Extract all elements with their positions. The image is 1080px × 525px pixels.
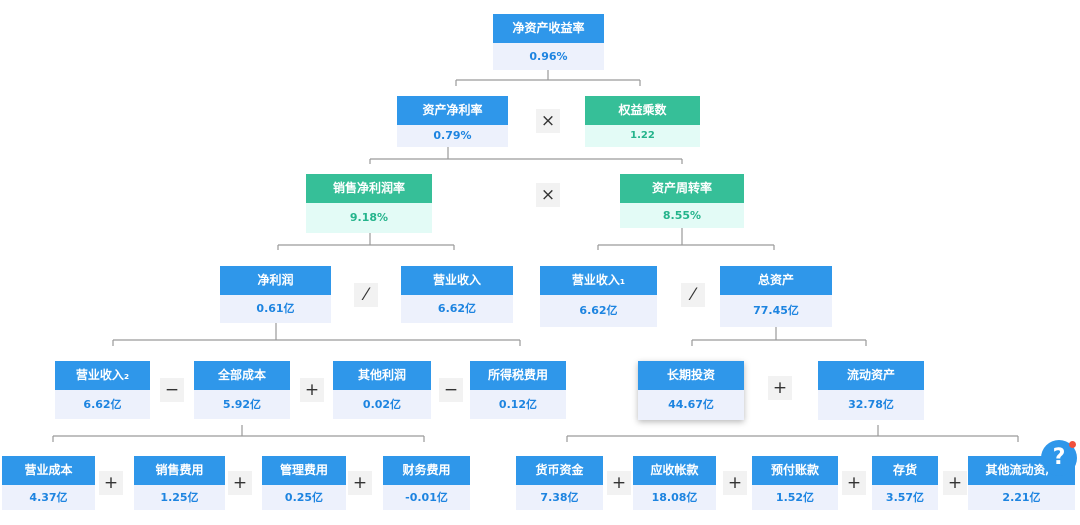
node-value: 9.18% <box>306 203 432 233</box>
minus-operator: − <box>439 378 463 402</box>
divide-operator: ⁄ <box>354 283 378 307</box>
node-label: 销售费用 <box>134 456 225 485</box>
node-value: 6.62亿 <box>401 295 513 323</box>
node-label: 财务费用 <box>383 456 470 485</box>
node-value: 0.79% <box>397 125 508 147</box>
question-mark-icon[interactable]: ? <box>1041 440 1077 476</box>
node-value: 1.52亿 <box>752 485 838 510</box>
plus-operator: + <box>348 471 372 495</box>
node-label: 总资产 <box>720 266 832 295</box>
node-label: 净资产收益率 <box>493 14 604 43</box>
node-admin-expense[interactable]: 管理费用 0.25亿 <box>262 456 346 510</box>
node-other-profit[interactable]: 其他利润 0.02亿 <box>333 361 431 419</box>
divide-operator: ⁄ <box>681 283 705 307</box>
node-equity-multiplier[interactable]: 权益乘数 1.22 <box>585 96 700 147</box>
node-monetary-funds[interactable]: 货币资金 7.38亿 <box>516 456 603 510</box>
node-value: 8.55% <box>620 203 744 228</box>
node-value: 0.25亿 <box>262 485 346 510</box>
node-value: 0.61亿 <box>220 295 331 323</box>
node-revenue[interactable]: 营业收入 6.62亿 <box>401 266 513 323</box>
plus-operator: + <box>99 471 123 495</box>
node-label: 管理费用 <box>262 456 346 485</box>
node-label: 权益乘数 <box>585 96 700 125</box>
node-value: 44.67亿 <box>638 390 744 420</box>
node-accounts-receivable[interactable]: 应收帐款 18.08亿 <box>633 456 716 510</box>
minus-operator: − <box>160 378 184 402</box>
node-label: 长期投资 <box>638 361 744 390</box>
node-label: 全部成本 <box>194 361 290 390</box>
node-value: -0.01亿 <box>383 485 470 510</box>
node-net-profit-margin[interactable]: 销售净利润率 9.18% <box>306 174 432 233</box>
node-label: 营业收入₂ <box>55 361 150 390</box>
node-revenue-2[interactable]: 营业收入₂ 6.62亿 <box>55 361 150 419</box>
plus-operator: + <box>300 378 324 402</box>
node-label: 应收帐款 <box>633 456 716 485</box>
node-label: 销售净利润率 <box>306 174 432 203</box>
plus-operator: + <box>228 471 252 495</box>
node-value: 77.45亿 <box>720 295 832 327</box>
plus-operator: + <box>842 471 866 495</box>
node-roe[interactable]: 净资产收益率 0.96% <box>493 14 604 70</box>
node-roa[interactable]: 资产净利率 0.79% <box>397 96 508 147</box>
node-selling-expense[interactable]: 销售费用 1.25亿 <box>134 456 225 510</box>
node-total-cost[interactable]: 全部成本 5.92亿 <box>194 361 290 419</box>
notification-dot <box>1069 441 1076 448</box>
node-value: 0.02亿 <box>333 390 431 419</box>
node-label: 资产周转率 <box>620 174 744 203</box>
node-label: 营业成本 <box>2 456 95 485</box>
node-label: 存货 <box>872 456 938 485</box>
node-financial-expense[interactable]: 财务费用 -0.01亿 <box>383 456 470 510</box>
node-inventory[interactable]: 存货 3.57亿 <box>872 456 938 510</box>
plus-operator: + <box>943 471 967 495</box>
node-value: 1.25亿 <box>134 485 225 510</box>
node-value: 6.62亿 <box>540 295 657 327</box>
node-value: 32.78亿 <box>818 390 924 420</box>
node-value: 3.57亿 <box>872 485 938 510</box>
plus-operator: + <box>768 376 792 400</box>
node-prepayments[interactable]: 预付账款 1.52亿 <box>752 456 838 510</box>
node-label: 营业收入₁ <box>540 266 657 295</box>
node-operating-cost[interactable]: 营业成本 4.37亿 <box>2 456 95 510</box>
node-long-term-investment[interactable]: 长期投资 44.67亿 <box>638 361 744 420</box>
node-label: 资产净利率 <box>397 96 508 125</box>
node-revenue-1[interactable]: 营业收入₁ 6.62亿 <box>540 266 657 327</box>
node-label: 货币资金 <box>516 456 603 485</box>
node-net-profit[interactable]: 净利润 0.61亿 <box>220 266 331 323</box>
node-value: 4.37亿 <box>2 485 95 510</box>
node-value: 2.21亿 <box>968 485 1075 510</box>
node-label: 所得税费用 <box>470 361 566 390</box>
node-value: 6.62亿 <box>55 390 150 419</box>
node-total-assets[interactable]: 总资产 77.45亿 <box>720 266 832 327</box>
plus-operator: + <box>607 471 631 495</box>
node-income-tax[interactable]: 所得税费用 0.12亿 <box>470 361 566 419</box>
node-label: 其他利润 <box>333 361 431 390</box>
multiply-operator: × <box>536 183 560 207</box>
node-value: 18.08亿 <box>633 485 716 510</box>
multiply-operator: × <box>536 109 560 133</box>
plus-operator: + <box>723 471 747 495</box>
node-value: 0.12亿 <box>470 390 566 419</box>
node-value: 5.92亿 <box>194 390 290 419</box>
node-label: 流动资产 <box>818 361 924 390</box>
node-current-assets[interactable]: 流动资产 32.78亿 <box>818 361 924 420</box>
node-label: 营业收入 <box>401 266 513 295</box>
node-asset-turnover[interactable]: 资产周转率 8.55% <box>620 174 744 228</box>
node-label: 预付账款 <box>752 456 838 485</box>
node-value: 0.96% <box>493 43 604 70</box>
node-value: 1.22 <box>585 125 700 147</box>
node-label: 净利润 <box>220 266 331 295</box>
node-value: 7.38亿 <box>516 485 603 510</box>
